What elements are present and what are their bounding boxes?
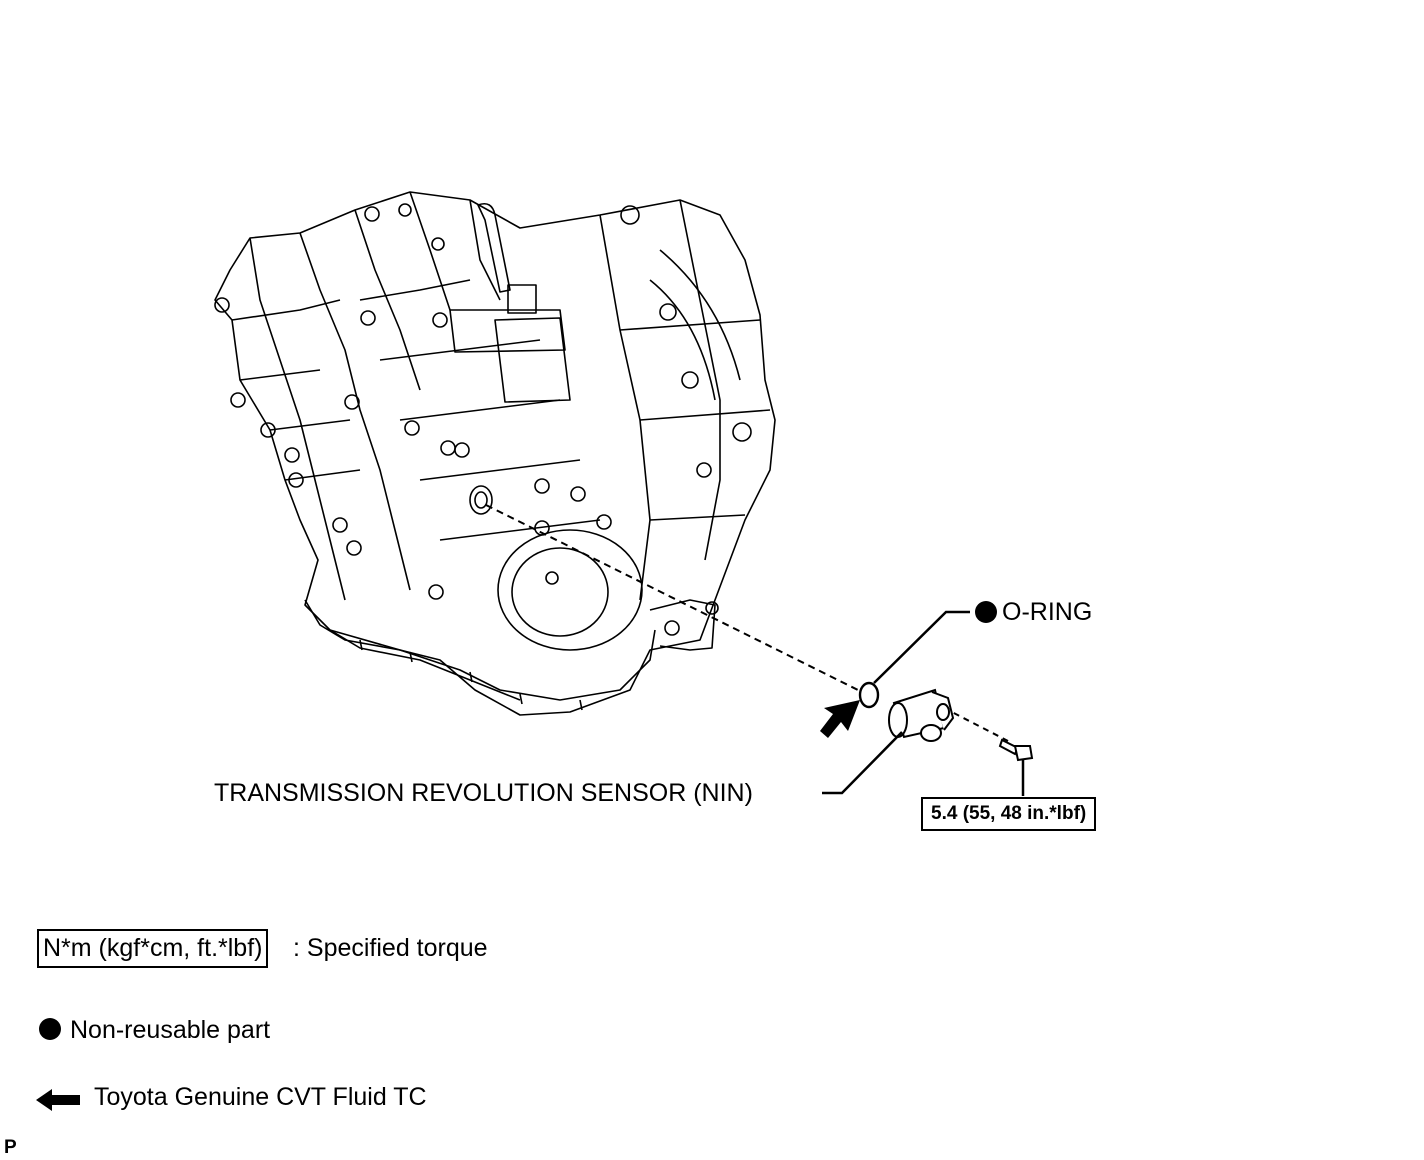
revolution-sensor-part	[888, 688, 955, 742]
sensor-leader-line	[822, 731, 903, 795]
transmission-illustration	[214, 191, 776, 716]
bolt-guide-line	[943, 707, 1011, 743]
o-ring-leader-line	[873, 610, 970, 684]
sensor-bolt-part	[998, 738, 1034, 762]
fluid-application-arrow-icon	[820, 700, 860, 738]
sensor-label: TRANSMISSION REVOLUTION SENSOR (NIN)	[214, 779, 753, 807]
torque-spec-box: 5.4 (55, 48 in.*lbf)	[921, 797, 1097, 831]
legend-fluid-label: Toyota Genuine CVT Fluid TC	[94, 1083, 427, 1111]
filled-circle-icon	[39, 1018, 61, 1040]
legend-torque-box: N*m (kgf*cm, ft.*lbf)	[37, 929, 269, 968]
left-arrow-icon	[36, 1089, 80, 1111]
install-guide-line	[485, 504, 859, 691]
o-ring-label: O-RING	[1002, 598, 1093, 626]
figure-code: P	[4, 1137, 17, 1158]
o-ring-non-reusable-icon	[975, 601, 997, 623]
legend-non-reusable-label: Non-reusable part	[70, 1016, 271, 1044]
o-ring-part	[858, 681, 880, 709]
legend-torque-desc: : Specified torque	[293, 934, 488, 962]
